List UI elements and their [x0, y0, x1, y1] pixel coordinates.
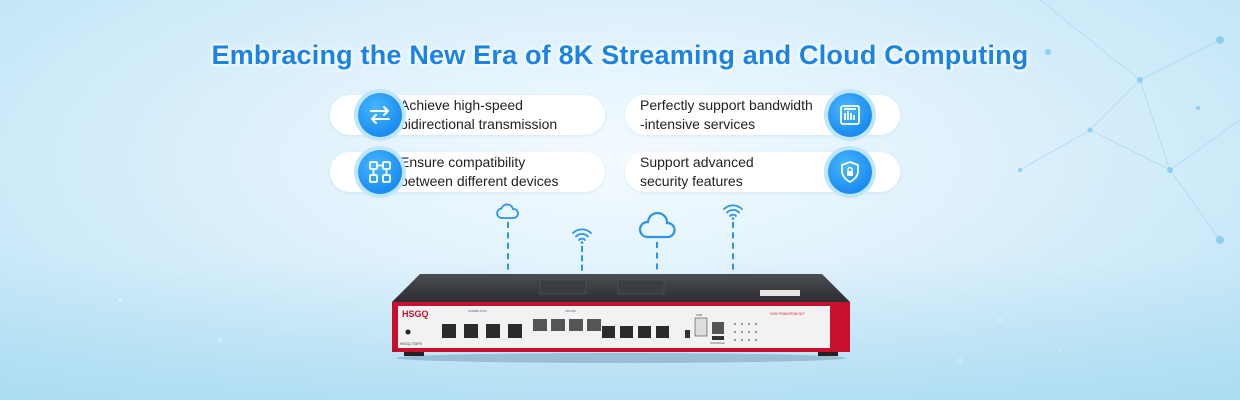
group-label: UPLINK	[565, 309, 576, 313]
feature-bandwidth: Perfectly support bandwidth -intensive s…	[625, 93, 900, 137]
feature-text: Ensure compatibility between different d…	[400, 154, 559, 189]
feature-text: Achieve high-speed bidirectional transmi…	[400, 97, 558, 132]
device-type: XGS-PON/GPON OLT	[770, 312, 806, 316]
wifi-icon	[572, 228, 592, 244]
feature-high-speed: Achieve high-speed bidirectional transmi…	[330, 93, 605, 137]
shield-lock-icon	[828, 150, 872, 194]
network-box-icon	[828, 93, 872, 137]
connector-line	[581, 246, 583, 280]
device-network-icon	[358, 150, 402, 194]
group-label: COMBO PON	[468, 309, 487, 313]
port-label: CONSOLE	[710, 341, 725, 345]
device-model: HSGQ-T04PX	[400, 342, 423, 346]
power-button	[405, 329, 411, 335]
bidirectional-arrows-icon	[358, 93, 402, 137]
connector-line	[656, 242, 658, 280]
port-label: USB	[696, 313, 702, 317]
cloud-icon	[496, 203, 519, 219]
cloud-icon	[638, 212, 676, 239]
feature-security: Support advanced security features	[625, 150, 900, 194]
connector-line	[507, 222, 509, 280]
headline: Embracing the New Era of 8K Streaming an…	[211, 40, 1029, 70]
olt-device: HSGQ HSGQ-T04PX XGS-PON/GPON OLT COMBO P…	[392, 274, 850, 363]
connector-line	[732, 222, 734, 280]
feature-text: Perfectly support bandwidth -intensive s…	[640, 97, 813, 132]
wifi-icon	[723, 204, 743, 220]
feature-text: Support advanced security features	[640, 154, 754, 189]
device-brand: HSGQ	[402, 309, 429, 319]
feature-compatibility: Ensure compatibility between different d…	[330, 150, 605, 194]
